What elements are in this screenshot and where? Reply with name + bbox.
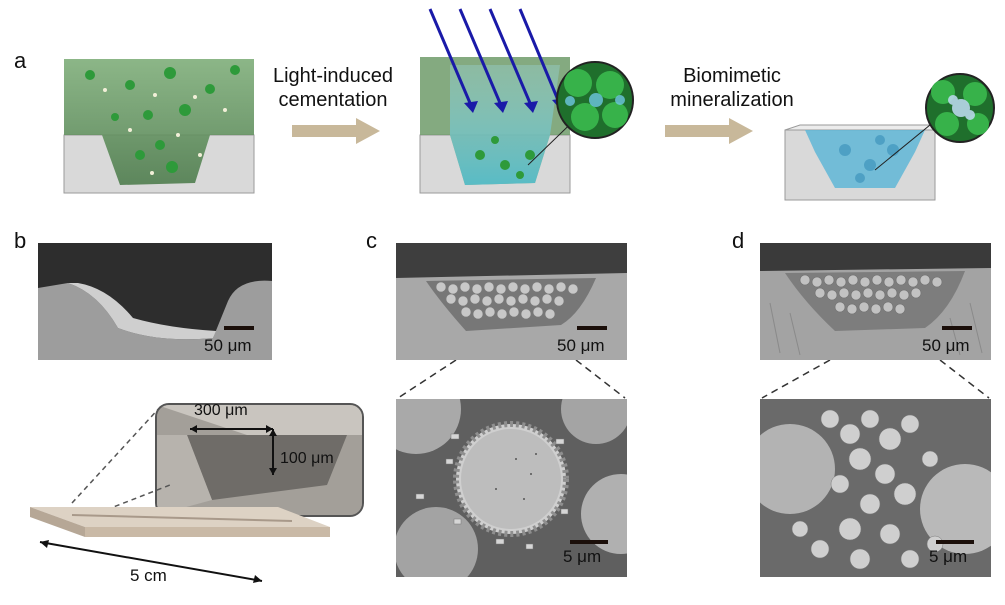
scale-label-d-top: 50 μm [922,336,970,355]
zoom-lines-c [397,360,626,399]
groove-gel-schematic [63,59,255,194]
panel-label-c: c [366,228,377,253]
step-label-mineralization: Biomimetic mineralization [670,65,794,111]
sem-mineralized-groove [760,243,991,360]
scale-label-c-top: 50 μm [557,336,605,355]
groove-inset [155,403,364,517]
sem-empty-groove [38,243,272,360]
dim-label-length: 5 cm [130,566,167,585]
zoom-lines-d [761,360,990,399]
microchannel-device [30,404,330,583]
process-arrow-1 [292,118,380,144]
process-arrow-2 [665,118,753,144]
light-cementation-schematic [419,8,634,194]
scale-label-b: 50 μm [204,336,252,355]
scale-bar-c-bottom [570,540,608,544]
scale-bar-c-top [577,326,607,330]
sem-mineralized-beads-zoom [760,399,991,577]
mineralized-groove-schematic [784,73,995,201]
inset-dimension-lines [190,425,277,475]
dim-label-depth: 100 μm [280,450,334,467]
scale-bar-d-top [942,326,972,330]
dim-label-width: 300 μm [194,402,248,419]
scale-bar-d-bottom [936,540,974,544]
sem-cemented-groove [396,243,627,360]
step-label-cementation: Light-induced cementation [272,65,394,111]
scale-label-c-bottom: 5 μm [563,547,602,566]
panel-label-a: a [14,48,27,73]
sem-cemented-beads-zoom [396,399,627,577]
scale-label-d-bottom: 5 μm [929,547,968,566]
scale-bar-b [224,326,254,330]
panel-label-d: d [732,228,745,253]
panel-label-b: b [14,228,27,253]
